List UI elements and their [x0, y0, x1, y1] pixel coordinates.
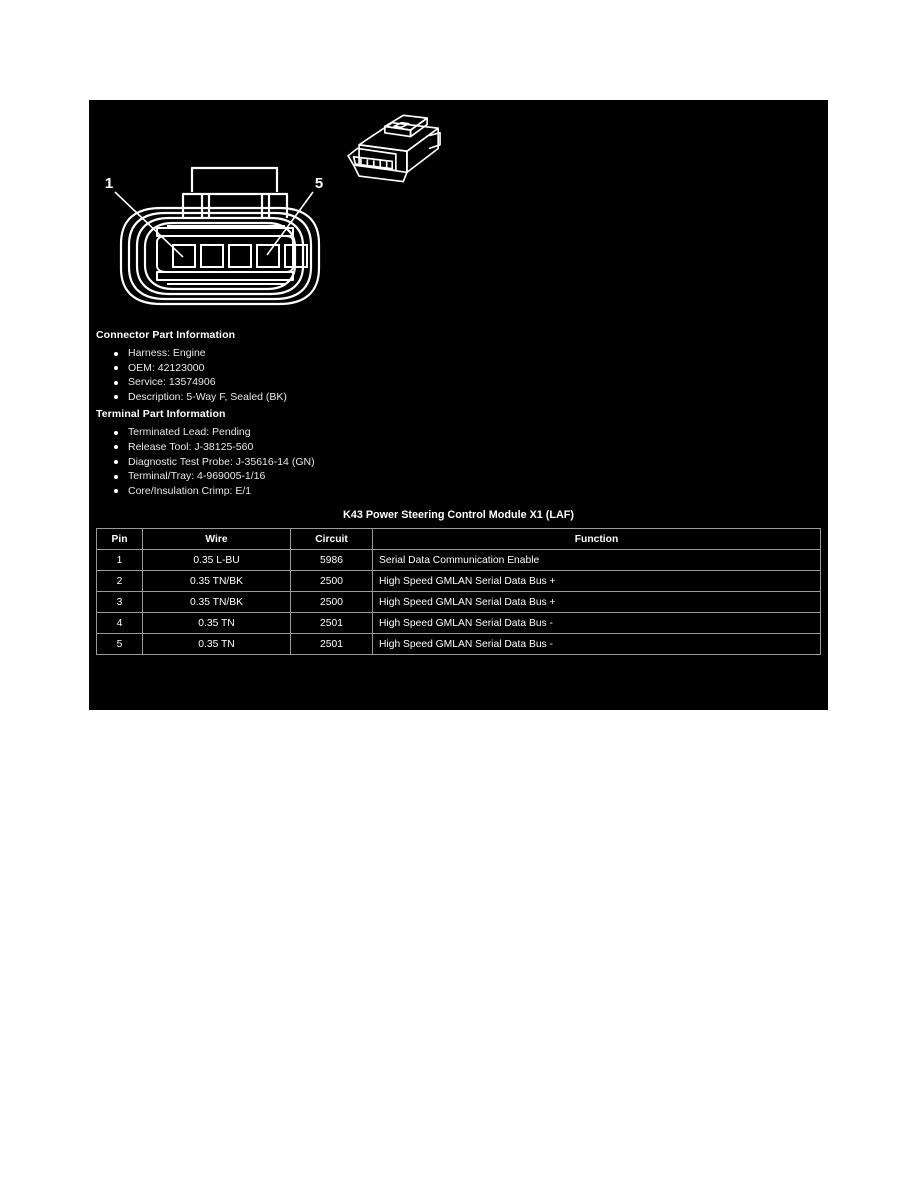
- cell-pin: 1: [96, 549, 143, 572]
- bullet-icon: [114, 489, 118, 494]
- pin-table-title: K43 Power Steering Control Module X1 (LA…: [343, 509, 574, 522]
- bullet-icon: [114, 460, 118, 465]
- cell-function: High Speed GMLAN Serial Data Bus -: [372, 633, 821, 656]
- connector-drawing-svg: 1 5: [89, 100, 828, 328]
- bullet-icon: [114, 430, 118, 435]
- terminal-part-information-heading: Terminal Part Information: [96, 408, 226, 421]
- table-row: 4 0.35 TN 2501 High Speed GMLAN Serial D…: [96, 612, 821, 635]
- list-item-text: Terminated Lead: Pending: [128, 426, 251, 439]
- column-header-wire: Wire: [142, 528, 291, 551]
- cavity-5: [284, 244, 308, 268]
- table-row: 3 0.35 TN/BK 2500 High Speed GMLAN Seria…: [96, 591, 821, 614]
- list-item: Harness: Engine: [96, 346, 828, 361]
- list-item-text: OEM: 42123000: [128, 361, 205, 374]
- list-item-text: Service: 13574906: [128, 376, 216, 389]
- cell-pin: 4: [96, 612, 143, 635]
- connector-part-information-heading: Connector Part Information: [96, 329, 236, 341]
- list-item: Terminated Lead: Pending: [96, 425, 828, 440]
- bullet-icon: [114, 366, 118, 371]
- list-item: Service: 13574906: [96, 375, 828, 390]
- cell-wire: 0.35 TN: [142, 633, 291, 656]
- cell-circuit: 2501: [290, 612, 373, 635]
- cell-function: High Speed GMLAN Serial Data Bus +: [372, 591, 821, 614]
- table-header-row: Pin Wire Circuit Function: [96, 528, 821, 551]
- column-header-pin: Pin: [96, 528, 143, 551]
- bullet-icon: [114, 380, 118, 385]
- callout-label-5: 5: [315, 175, 323, 192]
- cell-function: Serial Data Communication Enable: [372, 549, 821, 572]
- cell-circuit: 2500: [290, 570, 373, 593]
- cavity-3: [228, 244, 252, 268]
- cell-pin: 2: [96, 570, 143, 593]
- list-item-text: Description: 5-Way F, Sealed (BK): [128, 390, 287, 403]
- bullet-icon: [114, 395, 118, 400]
- cell-wire: 0.35 TN/BK: [142, 570, 291, 593]
- cavity-1: [172, 244, 196, 268]
- list-item: Core/Insulation Crimp: E/1: [96, 484, 828, 499]
- callout-leaders: [114, 191, 314, 258]
- bullet-icon: [114, 445, 118, 450]
- cell-circuit: 2501: [290, 633, 373, 656]
- terminal-cavities: [172, 244, 308, 268]
- table-row: 1 0.35 L-BU 5986 Serial Data Communicati…: [96, 549, 821, 572]
- list-item: Description: 5-Way F, Sealed (BK): [96, 390, 828, 405]
- list-item-text: Diagnostic Test Probe: J-35616-14 (GN): [128, 455, 315, 468]
- connector-illustration: 1 5: [89, 100, 828, 328]
- cell-function: High Speed GMLAN Serial Data Bus +: [372, 570, 821, 593]
- list-item-text: Release Tool: J-38125-560: [128, 440, 254, 453]
- cell-pin: 5: [96, 633, 143, 656]
- list-item: Terminal/Tray: 4-969005-1/16: [96, 469, 828, 484]
- terminal-part-information-block: Terminal Part Information Terminated Lea…: [89, 407, 828, 498]
- cell-function: High Speed GMLAN Serial Data Bus -: [372, 612, 821, 635]
- table-row: 2 0.35 TN/BK 2500 High Speed GMLAN Seria…: [96, 570, 821, 593]
- list-item: Release Tool: J-38125-560: [96, 440, 828, 455]
- pin-table-container: Pin Wire Circuit Function 1 0.35 L-BU 59…: [89, 528, 828, 656]
- callout-label-1: 1: [105, 175, 113, 192]
- cavity-2: [200, 244, 224, 268]
- column-header-function: Function: [372, 528, 821, 551]
- connector-info-panel: 1 5: [89, 100, 828, 710]
- connector-3d-inset: [347, 114, 441, 183]
- list-item-text: Core/Insulation Crimp: E/1: [128, 484, 252, 497]
- column-header-circuit: Circuit: [290, 528, 373, 551]
- table-row: 5 0.35 TN 2501 High Speed GMLAN Serial D…: [96, 633, 821, 656]
- connector-part-information-list: Harness: Engine OEM: 42123000 Service: 1…: [96, 344, 828, 404]
- connector-part-information-block: Connector Part Information Harness: Engi…: [89, 328, 828, 404]
- list-item: Diagnostic Test Probe: J-35616-14 (GN): [96, 455, 828, 470]
- list-item: OEM: 42123000: [96, 361, 828, 376]
- cell-wire: 0.35 L-BU: [142, 549, 291, 572]
- cell-circuit: 2500: [290, 591, 373, 614]
- pin-table: Pin Wire Circuit Function 1 0.35 L-BU 59…: [96, 528, 821, 656]
- bullet-icon: [114, 474, 118, 479]
- terminal-part-information-list: Terminated Lead: Pending Release Tool: J…: [96, 423, 828, 498]
- cell-pin: 3: [96, 591, 143, 614]
- cell-wire: 0.35 TN/BK: [142, 591, 291, 614]
- cell-circuit: 5986: [290, 549, 373, 572]
- connector-latch-tower: [181, 166, 289, 218]
- bullet-icon: [114, 351, 118, 356]
- cavity-4: [256, 244, 280, 268]
- list-item-text: Harness: Engine: [128, 347, 206, 359]
- list-item-text: Terminal/Tray: 4-969005-1/16: [128, 470, 266, 483]
- cell-wire: 0.35 TN: [142, 612, 291, 635]
